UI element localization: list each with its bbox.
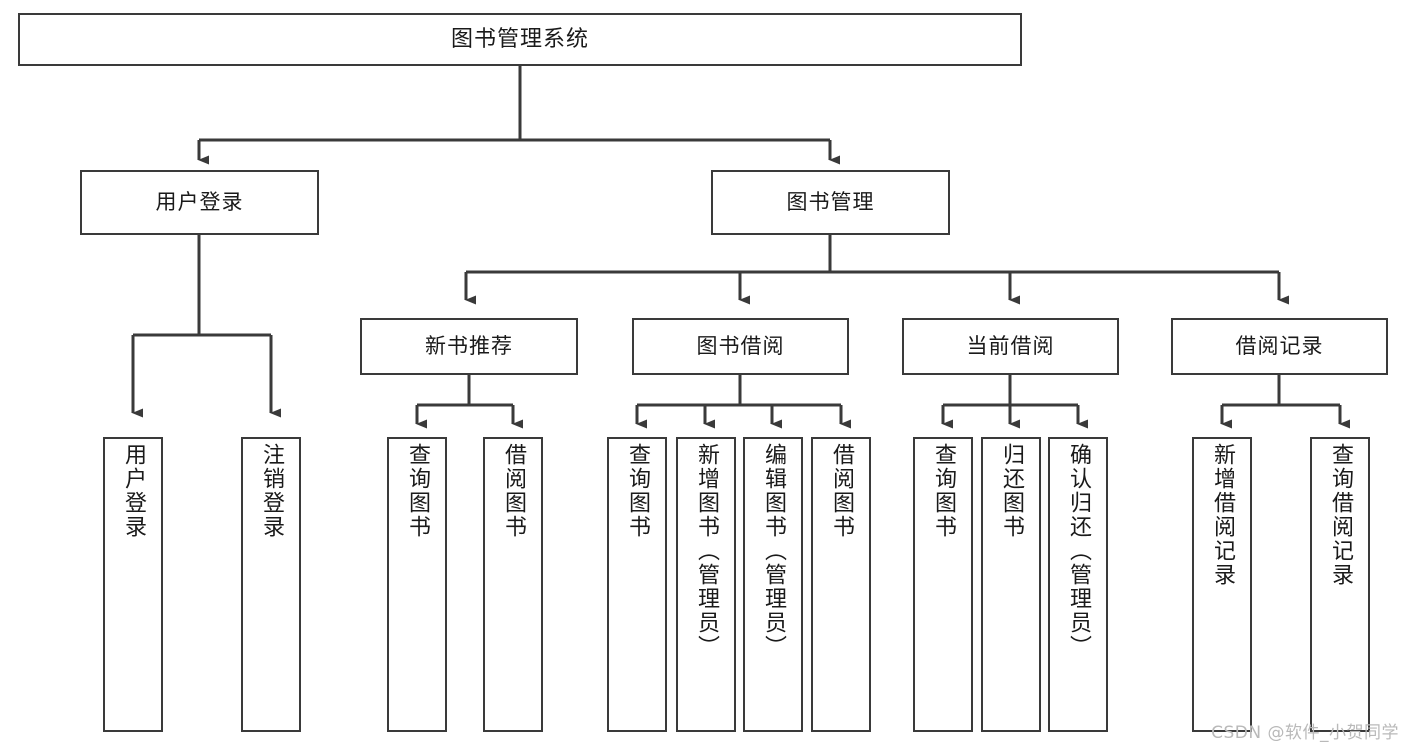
leaf-book-borrow-borrow-book[interactable]: 借阅图书 <box>811 437 871 732</box>
leaf-user-login-logout[interactable]: 注销登录 <box>241 437 301 732</box>
node-label: 查询图书 <box>930 443 956 539</box>
leaf-book-borrow-edit-book-admin[interactable]: 编辑图书（管理员） <box>743 437 803 732</box>
csdn-watermark: CSDN @软件_小贺同学 <box>1211 723 1399 743</box>
node-new-book-recommend[interactable]: 新书推荐 <box>360 318 578 375</box>
leaf-new-book-query-book[interactable]: 查询图书 <box>387 437 447 732</box>
node-borrow-record[interactable]: 借阅记录 <box>1171 318 1388 375</box>
node-root-book-management-system[interactable]: 图书管理系统 <box>18 13 1022 66</box>
node-label: 新增图书（管理员） <box>693 443 719 659</box>
node-label: 图书管理系统 <box>450 26 589 52</box>
node-label: 当前借阅 <box>966 334 1055 359</box>
node-label: 注销登录 <box>258 443 284 539</box>
node-book-borrow[interactable]: 图书借阅 <box>632 318 849 375</box>
node-label: 图书管理 <box>786 190 875 215</box>
node-label: 查询图书 <box>404 443 430 539</box>
leaf-current-borrow-return-book[interactable]: 归还图书 <box>981 437 1041 732</box>
node-label: 新书推荐 <box>425 334 513 359</box>
node-label: 借阅记录 <box>1235 334 1324 359</box>
node-label: 确认归还（管理员） <box>1065 443 1091 659</box>
node-label: 查询图书 <box>624 443 650 539</box>
node-book-management[interactable]: 图书管理 <box>711 170 950 235</box>
leaf-current-borrow-confirm-return-admin[interactable]: 确认归还（管理员） <box>1048 437 1108 732</box>
node-label: 借阅图书 <box>500 443 526 539</box>
node-label: 编辑图书（管理员） <box>760 443 786 659</box>
node-label: 用户登录 <box>120 443 146 539</box>
node-label: 查询借阅记录 <box>1327 443 1353 587</box>
node-current-borrow[interactable]: 当前借阅 <box>902 318 1119 375</box>
node-label: 用户登录 <box>155 190 244 215</box>
node-label: 图书借阅 <box>696 334 785 359</box>
leaf-new-book-borrow-book[interactable]: 借阅图书 <box>483 437 543 732</box>
leaf-borrow-record-query-record[interactable]: 查询借阅记录 <box>1310 437 1370 732</box>
node-label: 归还图书 <box>998 443 1024 539</box>
leaf-book-borrow-add-book-admin[interactable]: 新增图书（管理员） <box>676 437 736 732</box>
leaf-user-login-login[interactable]: 用户登录 <box>103 437 163 732</box>
leaf-borrow-record-add-record[interactable]: 新增借阅记录 <box>1192 437 1252 732</box>
leaf-current-borrow-query-book[interactable]: 查询图书 <box>913 437 973 732</box>
node-label: 新增借阅记录 <box>1209 443 1235 587</box>
node-user-login[interactable]: 用户登录 <box>80 170 319 235</box>
leaf-book-borrow-query-book[interactable]: 查询图书 <box>607 437 667 732</box>
node-label: 借阅图书 <box>828 443 854 539</box>
